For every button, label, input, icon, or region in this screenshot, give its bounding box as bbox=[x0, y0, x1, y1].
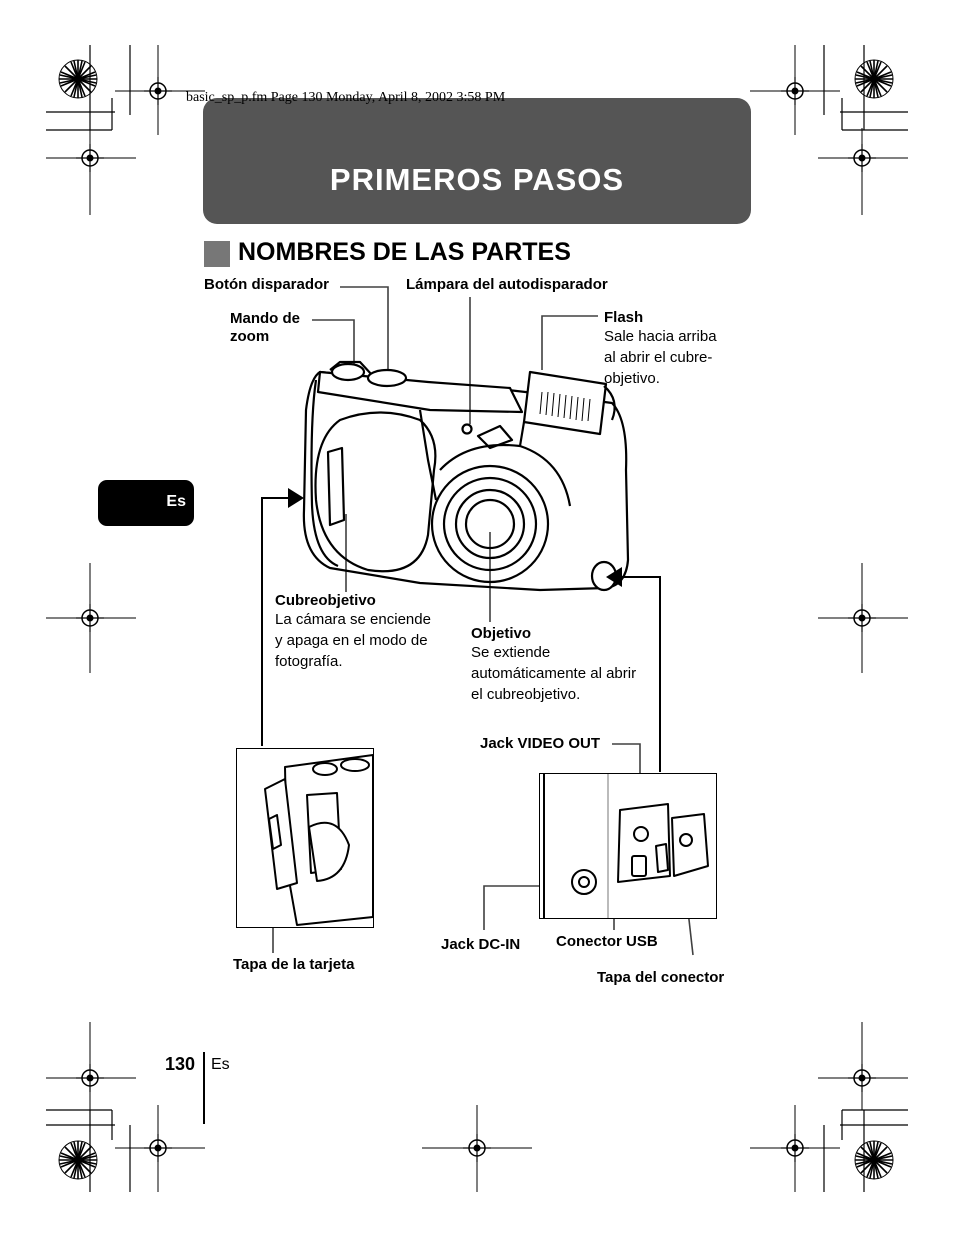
label-lens-cover-desc3: fotografía. bbox=[275, 653, 343, 670]
label-self-timer-lamp: Lámpara del autodisparador bbox=[406, 276, 608, 293]
connector-inset bbox=[539, 773, 717, 919]
page-number: 130 bbox=[165, 1054, 196, 1074]
label-lens-desc3: el cubreobjetivo. bbox=[471, 686, 581, 703]
connector-illustration bbox=[543, 774, 709, 918]
label-lens-cover-title: Cubreobjetivo bbox=[275, 592, 376, 609]
footer-language: Es bbox=[211, 1056, 230, 1073]
label-connector-cover: Tapa del conector bbox=[597, 969, 725, 986]
language-tab-label: Es bbox=[166, 493, 186, 510]
label-lens-desc2: automáticamente al abrir bbox=[471, 665, 637, 682]
file-info-line: basic_sp_p.fm Page 130 Monday, April 8, … bbox=[186, 90, 506, 105]
section-title: NOMBRES DE LAS PARTES bbox=[238, 238, 571, 266]
label-card-cover: Tapa de la tarjeta bbox=[233, 956, 355, 973]
language-tab: Es bbox=[98, 480, 194, 526]
card-cover-illustration bbox=[264, 754, 374, 926]
label-flash-title: Flash bbox=[604, 309, 644, 326]
label-lens-desc1: Se extiende bbox=[471, 644, 551, 661]
label-flash-desc1: Sale hacia arriba bbox=[604, 328, 717, 345]
label-flash-desc2: al abrir el cubre- bbox=[604, 349, 713, 366]
label-lens-cover-desc1: La cámara se enciende bbox=[275, 611, 431, 628]
label-flash-desc3: objetivo. bbox=[604, 370, 660, 387]
header-band bbox=[203, 98, 751, 224]
card-cover-inset bbox=[236, 748, 374, 928]
page-title: PRIMEROS PASOS bbox=[329, 162, 625, 197]
label-shutter-button: Botón disparador bbox=[204, 276, 330, 293]
label-lens-title: Objetivo bbox=[471, 625, 532, 642]
label-lens-cover-desc2: y apaga en el modo de bbox=[275, 632, 428, 649]
label-zoom-lever-line2: zoom bbox=[230, 328, 270, 345]
section-square-icon bbox=[204, 241, 230, 267]
label-video-out: Jack VIDEO OUT bbox=[480, 735, 601, 752]
label-usb-connector: Conector USB bbox=[556, 933, 658, 950]
label-dc-in: Jack DC-IN bbox=[441, 936, 521, 953]
footer-divider bbox=[203, 1052, 205, 1124]
label-zoom-lever-line1: Mando de bbox=[230, 310, 300, 327]
